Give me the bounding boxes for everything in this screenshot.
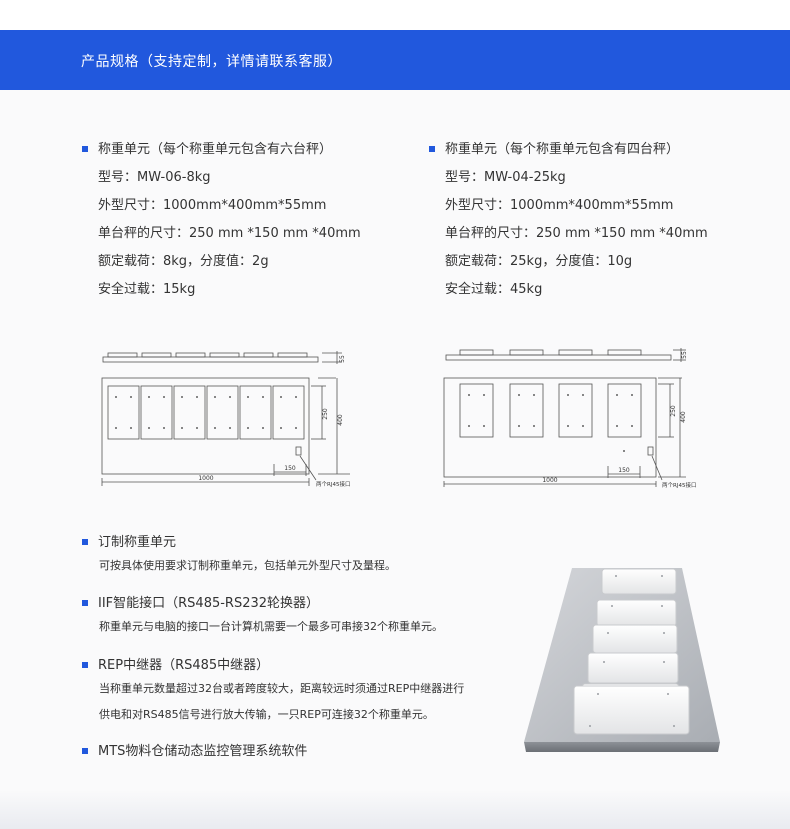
spec-four-scale: 称重单元（每个称重单元包含有四台秤） 型号：MW-04-25kg 外型尺寸：10… — [429, 140, 769, 308]
plan-view-base — [101, 377, 310, 475]
spec-rated-load: 额定载荷：8kg，分度值：2g — [98, 254, 269, 269]
side-view-pad — [607, 349, 642, 356]
dim-55-label: 55 — [339, 355, 346, 363]
feature-rep-repeater: REP中继器（RS485中继器） 当称重单元数量超过32台或者跨度较大，距离较远… — [82, 656, 512, 728]
side-view-pad — [141, 352, 172, 358]
spec-scale-size: 单台秤的尺寸：250 mm *150 mm *40mm — [445, 226, 708, 241]
side-view-pad — [243, 352, 274, 358]
feature-custom-unit: 订制称重单元 可按具体使用要求订制称重单元，包括单元外型尺寸及量程。 — [82, 533, 512, 579]
dim-width-label: 1000 — [542, 477, 557, 484]
side-view-pad — [209, 352, 240, 358]
rj45-note: 两个RJ45接口 — [662, 481, 696, 489]
feature-title: REP中继器（RS485中继器） — [98, 658, 270, 673]
spec-dimensions: 外型尺寸：1000mm*400mm*55mm — [98, 198, 327, 213]
dim-250-label: 250 — [322, 408, 329, 420]
technical-drawing-four: 1000 150 55 250 400 两个RJ45接口 — [443, 348, 696, 489]
feature-mts-software: MTS物料仓储动态监控管理系统软件 — [82, 742, 512, 762]
rj45-port — [647, 446, 654, 456]
scale-pads — [459, 383, 642, 438]
bullet-icon — [82, 661, 88, 668]
side-view-base — [102, 356, 319, 363]
bullet-icon — [82, 747, 88, 754]
spec-model: 型号：MW-04-25kg — [445, 170, 566, 185]
bullet-icon — [82, 599, 88, 606]
bullet-icon — [82, 145, 88, 152]
dim-150-label: 150 — [284, 465, 296, 472]
dim-400-label: 400 — [337, 414, 344, 426]
side-view-pad — [509, 349, 544, 356]
side-view-pad — [558, 349, 593, 356]
side-view-pad — [459, 349, 494, 356]
feature-title: 订制称重单元 — [98, 535, 177, 550]
plan-view-base — [443, 377, 657, 478]
side-view-pad — [175, 352, 206, 358]
side-view-base — [445, 354, 672, 361]
feature-desc: 供电和对RS485信号进行放大传输，一只REP可连接32个称重单元。 — [99, 708, 434, 721]
spec-heading: 称重单元（每个称重单元包含有四台秤） — [445, 142, 680, 157]
top-bar — [0, 0, 790, 30]
side-view-pad — [107, 352, 138, 358]
spec-heading: 称重单元（每个称重单元包含有六台秤） — [98, 142, 333, 157]
scale-pads — [107, 385, 305, 440]
spec-six-scale: 称重单元（每个称重单元包含有六台秤） 型号：MW-06-8kg 外型尺寸：100… — [82, 140, 422, 308]
feature-iif-interface: IIF智能接口（RS485-RS232轮换器） 称重单元与电脑的接口一台计算机需… — [82, 594, 512, 640]
bottom-fade — [0, 790, 790, 829]
rj45-note: 两个RJ45接口 — [316, 480, 350, 488]
rj45-port — [295, 446, 302, 456]
side-view-pad — [277, 352, 308, 358]
spec-model: 型号：MW-06-8kg — [98, 170, 211, 185]
feature-title: IIF智能接口（RS485-RS232轮换器） — [98, 596, 320, 611]
dim-width-label: 1000 — [198, 475, 213, 482]
feature-desc: 可按具体使用要求订制称重单元，包括单元外型尺寸及量程。 — [99, 559, 396, 572]
section-title: 产品规格（支持定制，详情请联系客服） — [81, 54, 342, 70]
dim-250-label: 250 — [670, 405, 677, 417]
spec-rated-load: 额定载荷：25kg，分度值：10g — [445, 254, 633, 269]
section-banner: 产品规格（支持定制，详情请联系客服） — [0, 30, 790, 90]
feature-desc: 称重单元与电脑的接口一台计算机需要一个最多可串接32个称重单元。 — [99, 620, 443, 633]
spec-overload: 安全过载：45kg — [445, 282, 543, 297]
spec-overload: 安全过载：15kg — [98, 282, 196, 297]
feature-desc: 当称重单元数量超过32台或者跨度较大，距离较远时须通过REP中继器进行 — [99, 682, 465, 695]
spec-dimensions: 外型尺寸：1000mm*400mm*55mm — [445, 198, 674, 213]
bullet-icon — [429, 145, 435, 152]
feature-title: MTS物料仓储动态监控管理系统软件 — [98, 744, 308, 759]
dim-400-label: 400 — [680, 411, 687, 423]
bullet-icon — [82, 538, 88, 545]
dim-55-label: 55 — [681, 351, 688, 359]
technical-drawing-six: 1000 150 55 250 400 两个RJ45接口 — [101, 351, 350, 488]
weighing-pads — [573, 568, 690, 735]
dim-150-label: 150 — [618, 467, 630, 474]
product-photo — [524, 568, 720, 752]
spec-scale-size: 单台秤的尺寸：250 mm *150 mm *40mm — [98, 226, 361, 241]
